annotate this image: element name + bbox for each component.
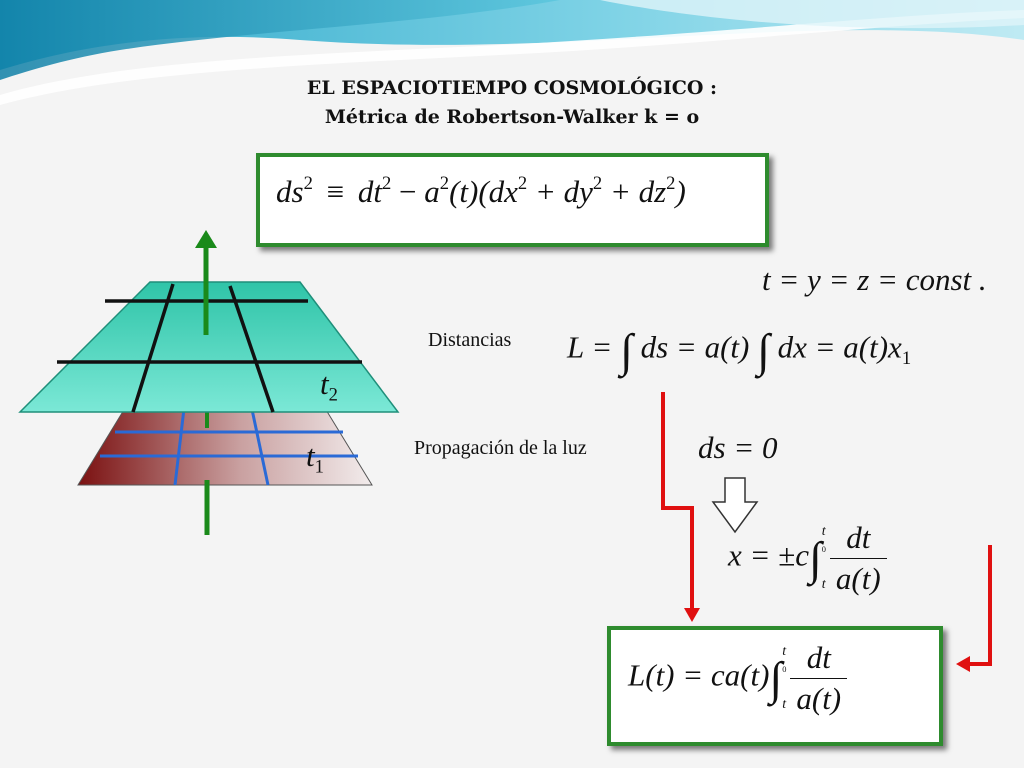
implies-arrow-icon xyxy=(711,477,759,534)
red-arrow-left xyxy=(661,392,700,622)
red-arrow-right xyxy=(956,545,992,672)
plane-label-t1: t1 xyxy=(306,438,324,478)
metric-equation-box xyxy=(256,153,769,247)
distance-equation: L = ∫ ds = a(t) ∫ dx = a(t)x1 xyxy=(567,326,912,377)
propagacion-label: Propagación de la luz xyxy=(414,437,587,459)
lower-plane-t1 xyxy=(77,399,373,486)
upper-plane-t2 xyxy=(18,281,400,413)
slide-title: EL ESPACIOTIEMPO COSMOLÓGICO : xyxy=(306,77,718,99)
metric-equation: ds2 ≡ dt2 − a2(t)(dx2 + dy2 + dz2) xyxy=(276,172,686,209)
wave-header-decoration xyxy=(0,0,1024,105)
slide-subtitle: Métrica de Robertson-Walker k = o xyxy=(324,106,700,128)
distancias-label: Distancias xyxy=(428,329,512,351)
plane-label-t2: t2 xyxy=(320,366,338,406)
constants-equation: t = y = z = const . xyxy=(762,262,987,297)
time-arrow-up xyxy=(195,230,217,335)
light-equation: ds = 0 xyxy=(698,430,778,465)
result-equation-box xyxy=(607,626,943,746)
